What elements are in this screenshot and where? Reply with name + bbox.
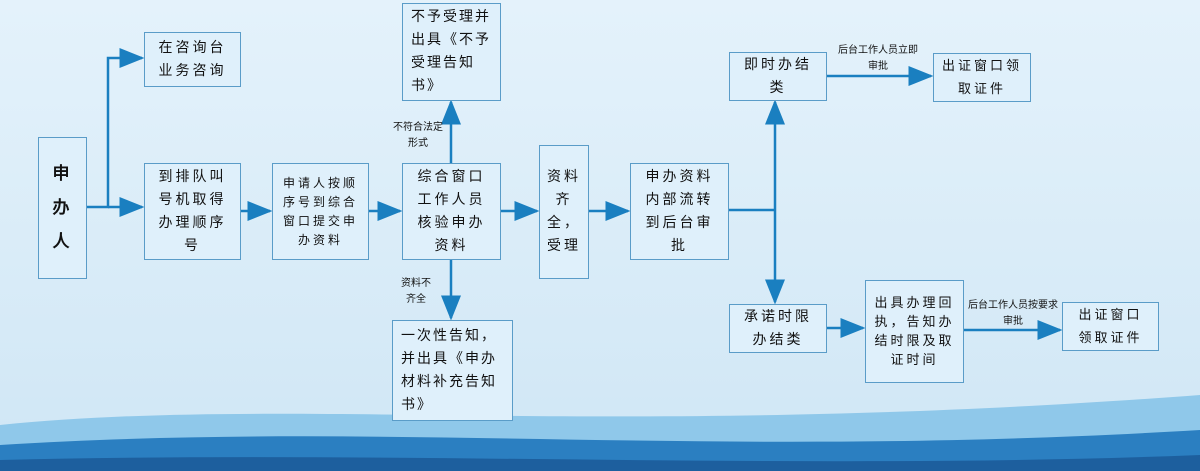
node-reject: 不予受理并出具《不予受理告知书》 bbox=[402, 3, 501, 101]
node-applicant: 申办人 bbox=[38, 137, 87, 279]
label-instant-approve: 后台工作人员立即审批 bbox=[838, 45, 918, 72]
node-promise: 承诺时限办结类 bbox=[729, 304, 827, 353]
label-required-approve: 后台工作人员按要求审批 bbox=[968, 300, 1058, 327]
node-verify: 综合窗口工作人员核验申办资料 bbox=[402, 163, 501, 260]
node-instant: 即时办结类 bbox=[729, 52, 827, 101]
node-transfer: 申办资料内部流转到后台审批 bbox=[630, 163, 729, 260]
node-submit: 申请人按顺序号到综合窗口提交申办资料 bbox=[272, 163, 369, 260]
node-accept: 资料齐全，受理 bbox=[539, 145, 589, 279]
node-receipt: 出具办理回执，告知办结时限及取证时间 bbox=[865, 280, 964, 383]
node-pickup-top: 出证窗口领取证件 bbox=[933, 53, 1031, 102]
node-notify: 一次性告知，并出具《申办材料补充告知书》 bbox=[392, 320, 513, 421]
node-consult: 在咨询台业务咨询 bbox=[144, 32, 241, 87]
wave-dark bbox=[0, 455, 1200, 471]
label-not-legal: 不符合法定形式 bbox=[393, 122, 443, 149]
node-queue: 到排队叫号机取得办理顺序号 bbox=[144, 163, 241, 260]
node-pickup-bottom: 出证窗口领取证件 bbox=[1062, 302, 1159, 351]
arrow-to-consult bbox=[86, 48, 145, 209]
label-incomplete: 资料不齐全 bbox=[401, 278, 431, 305]
